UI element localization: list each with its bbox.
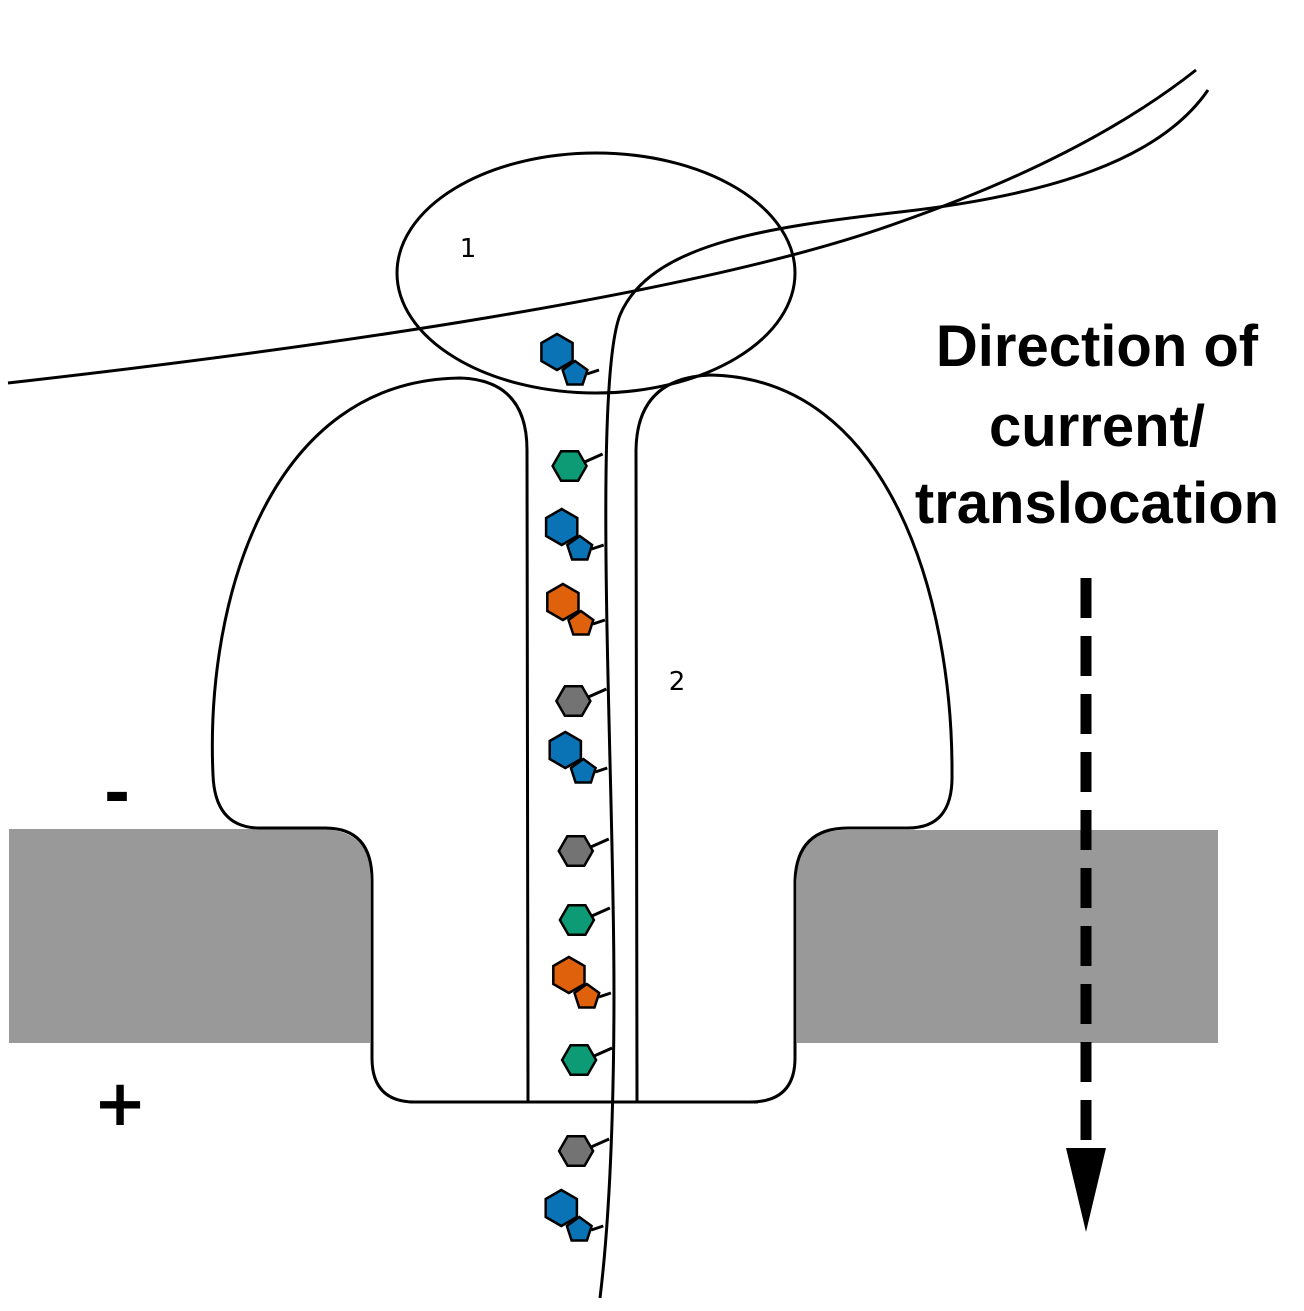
nucleotide-linker xyxy=(591,543,605,551)
nucleotide-linker xyxy=(594,766,608,774)
nucleotide-linker xyxy=(587,687,607,699)
nucleotide-ring-large xyxy=(552,955,586,995)
nucleotide-blue xyxy=(540,332,600,386)
nucleotide-linker xyxy=(598,991,612,999)
nucleotide-green xyxy=(560,1044,613,1076)
nucleotide-linker xyxy=(591,906,611,918)
nucleotide-ring-large xyxy=(546,582,580,622)
positive-sign: + xyxy=(93,1067,147,1141)
nucleotide-ring-small xyxy=(565,534,594,561)
nucleotide-bases xyxy=(540,332,613,1242)
nucleotide-ring-small xyxy=(565,1215,594,1242)
nucleotide-linker xyxy=(590,1224,604,1232)
nucleotide-orange xyxy=(546,582,606,636)
nucleotide-linker xyxy=(590,837,610,849)
site-1-label: 1 xyxy=(460,234,477,264)
membrane-left xyxy=(9,829,370,1043)
nucleotide-gray xyxy=(557,835,610,867)
nucleotide-orange xyxy=(552,955,612,1009)
nucleotide-blue xyxy=(544,507,605,561)
nucleotide-ring-small xyxy=(561,359,589,386)
nucleotide-blue xyxy=(548,730,608,784)
direction-title-line2: current/ xyxy=(989,394,1205,459)
direction-title-line1: Direction of xyxy=(936,314,1259,379)
nucleotide-ring-small xyxy=(573,982,601,1009)
negative-sign: - xyxy=(104,757,131,831)
membrane-right xyxy=(797,830,1218,1043)
dna-template-strand xyxy=(7,68,1197,385)
motor-protein xyxy=(395,151,797,395)
pore-left-half xyxy=(210,376,530,1104)
nucleotide-gray xyxy=(554,685,607,717)
nucleotide-ring xyxy=(560,1044,598,1076)
direction-arrow-head xyxy=(1066,1148,1106,1232)
nucleotide-ring-large xyxy=(540,332,574,372)
site-2-label: 2 xyxy=(669,667,686,697)
nucleotide-linker xyxy=(590,1137,610,1149)
nucleotide-ring xyxy=(557,835,595,867)
nucleotide-ring-large xyxy=(544,1188,579,1228)
nucleotide-green xyxy=(558,904,611,936)
nucleotide-blue xyxy=(544,1188,604,1242)
dna-translocating-strand xyxy=(598,89,1210,1299)
nucleotide-ring-small xyxy=(567,609,595,636)
nucleotide-gray xyxy=(557,1135,610,1167)
nucleotide-ring-large xyxy=(548,730,583,770)
nucleotide-ring xyxy=(557,1135,595,1167)
nucleotide-linker xyxy=(583,452,604,464)
nucleotide-ring-small xyxy=(569,757,598,784)
nucleotide-linker xyxy=(593,1046,613,1058)
direction-title-line3: translocation xyxy=(915,471,1279,536)
nucleotide-ring xyxy=(554,685,592,717)
nucleotide-linker xyxy=(592,618,606,626)
nucleotide-ring xyxy=(558,904,596,936)
nucleotide-ring xyxy=(551,450,589,482)
nucleotide-ring-large xyxy=(544,507,579,547)
nucleotide-linker xyxy=(586,368,600,376)
nucleotide-green xyxy=(551,450,604,482)
